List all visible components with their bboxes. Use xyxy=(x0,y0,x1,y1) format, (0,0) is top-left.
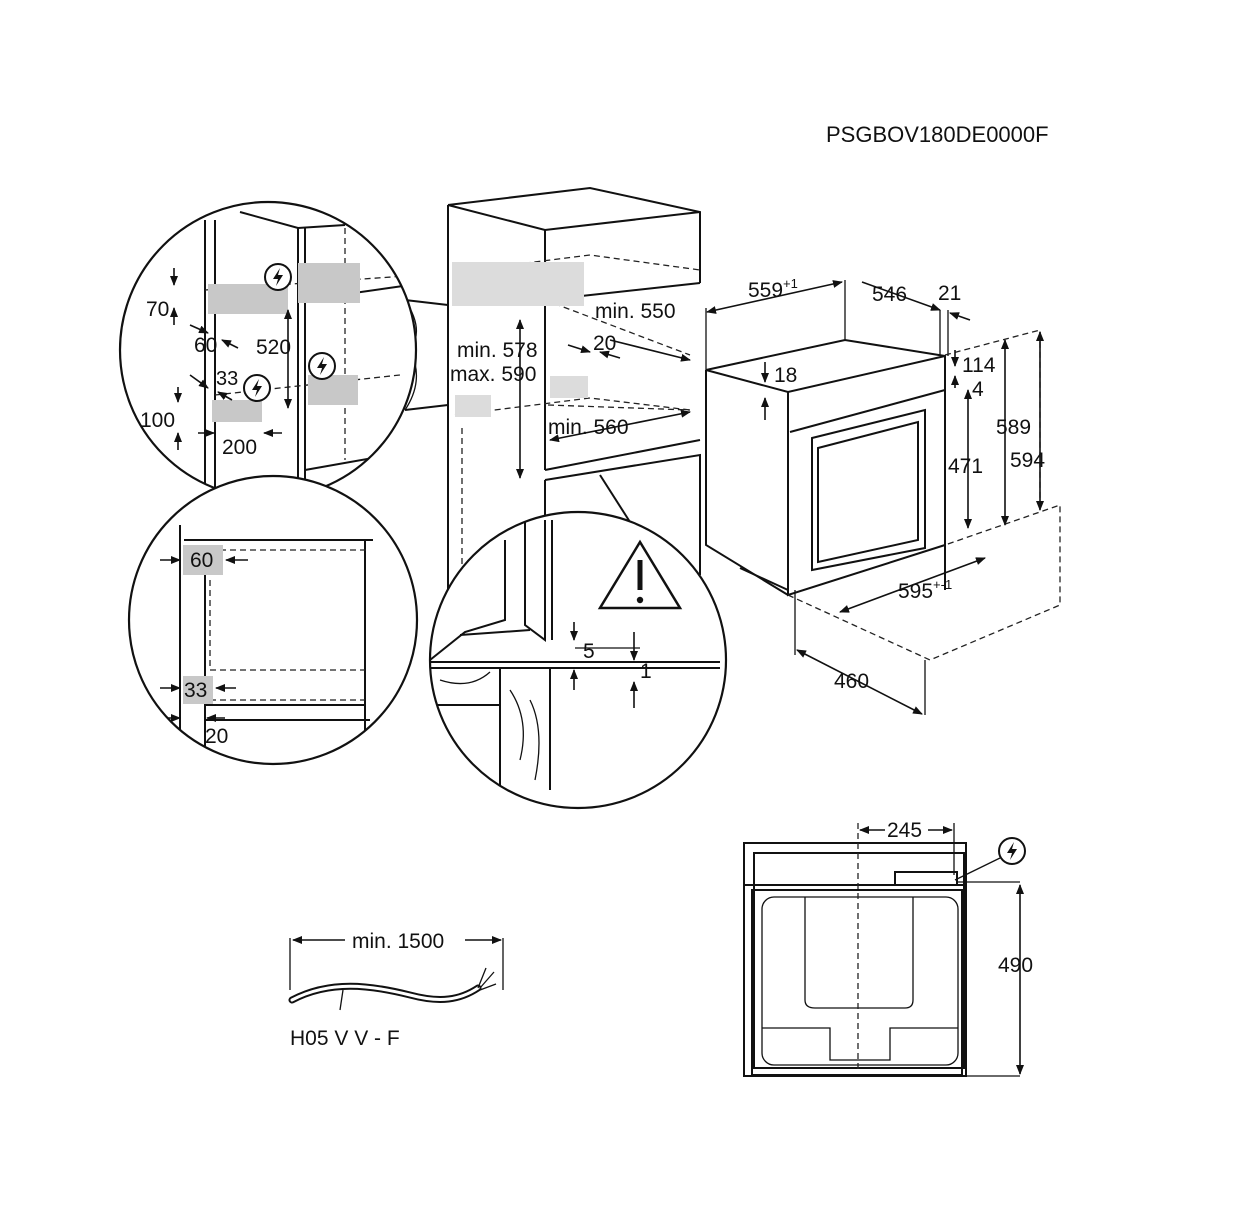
electric-connection-icon xyxy=(998,837,1026,865)
oven-width-595-tolerance: +-1 xyxy=(933,577,952,592)
oven-dim-114: 114 xyxy=(962,354,996,377)
oven-height-589: 589 xyxy=(996,416,1031,439)
oven-width-595: 595+-1 xyxy=(898,577,952,603)
cable-type: H05 V V - F xyxy=(290,1027,400,1050)
cable-length: min. 1500 xyxy=(352,930,444,953)
oven-height-471: 471 xyxy=(948,455,983,478)
top-dim-200: 200 xyxy=(222,436,257,459)
oven-dim-4: 4 xyxy=(972,378,984,401)
oven-front-view xyxy=(743,823,1026,1077)
niche-gap-20: 20 xyxy=(593,332,616,355)
detail-dim-1: 1 xyxy=(640,660,652,683)
oven-width-559-value: 559 xyxy=(748,279,783,302)
oven-depth-546: 546 xyxy=(872,283,907,306)
oven-dim-18: 18 xyxy=(774,364,797,387)
oven-width-559-tolerance: +1 xyxy=(783,276,798,291)
side-dim-33: 33 xyxy=(184,679,207,702)
power-cable xyxy=(288,936,504,1011)
oven-width-559: 559+1 xyxy=(748,276,798,302)
oven-iso xyxy=(705,280,1061,715)
side-dim-20: 20 xyxy=(205,725,228,748)
front-height-490: 490 xyxy=(998,954,1033,977)
zoom-circle-side xyxy=(127,474,419,766)
top-dim-70: 70 xyxy=(146,298,169,321)
oven-depth-460: 460 xyxy=(834,670,869,693)
side-dim-60: 60 xyxy=(190,549,213,572)
zoom-circle-detail xyxy=(428,474,728,810)
niche-min-560: min. 560 xyxy=(548,416,629,439)
product-code: PSGBOV180DE0000F xyxy=(826,122,1049,147)
zoom-circle-top xyxy=(118,200,418,500)
niche-min-578: min. 578 xyxy=(457,339,538,362)
top-dim-60: 60 xyxy=(194,334,217,357)
oven-dim-21: 21 xyxy=(938,282,961,305)
detail-dim-5: 5 xyxy=(583,640,595,663)
niche-cabinet xyxy=(404,186,701,600)
oven-width-595-value: 595 xyxy=(898,580,933,603)
oven-height-594: 594 xyxy=(1010,449,1045,472)
top-dim-520: 520 xyxy=(256,336,291,359)
top-dim-100: 100 xyxy=(140,409,175,432)
top-dim-33: 33 xyxy=(216,368,238,390)
niche-max-590: max. 590 xyxy=(450,363,536,386)
niche-min-550: min. 550 xyxy=(595,300,676,323)
front-width-245: 245 xyxy=(887,819,922,842)
